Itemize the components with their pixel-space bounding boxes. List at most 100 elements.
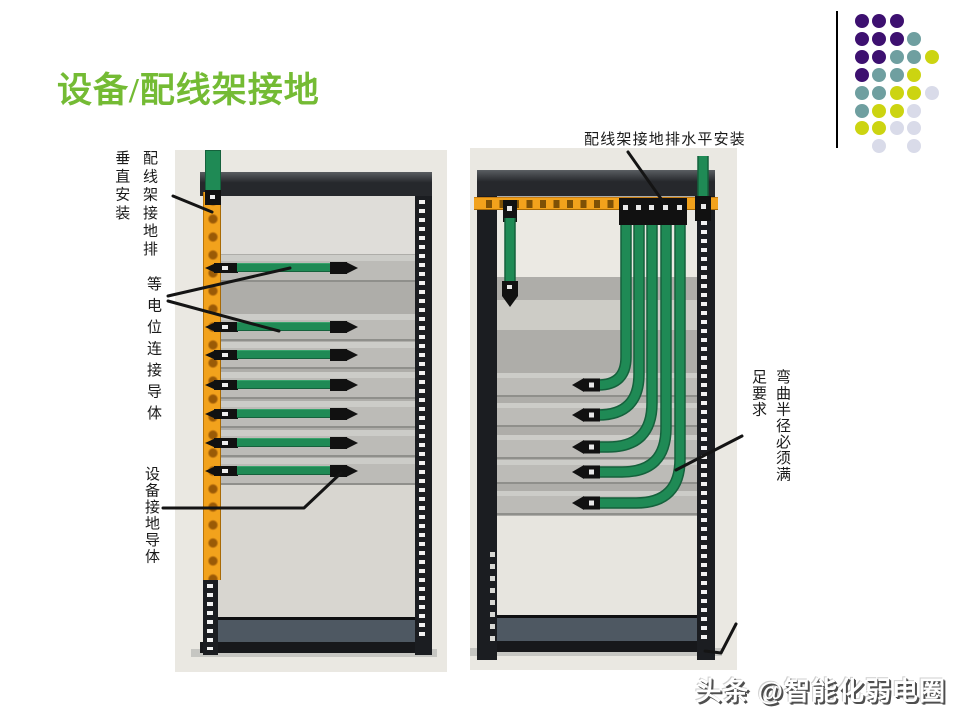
lug-bolt [636,205,641,210]
lug-bolt [222,469,228,473]
cable-lug [330,464,347,477]
rack-mounting-rail [697,170,715,660]
lug-bolt [663,205,668,210]
deco-dot [924,49,939,64]
cable-lug-tip [346,464,358,477]
page-title: 设备/配线架接地 [57,71,320,110]
left-rack-photo [175,150,447,672]
ground-cables-graphic [502,156,711,510]
lug-bolt [222,412,228,416]
label-equipotential-conductor: 等电位连接导体 [145,276,161,427]
cable-lug [214,409,238,419]
label-vertical-install: 配线架接地排垂直安装 [113,150,157,260]
lug-bolt [222,325,228,329]
bonding-cable [205,436,360,450]
bonding-cable [205,378,360,392]
bonding-cable [205,348,360,362]
cable-lug [214,380,238,390]
cable-lug [214,322,238,332]
cable-lug [330,320,347,333]
deco-dot [907,139,922,154]
ground-cable [597,222,631,390]
watermark: 头条 @智能化弱电圈 [695,676,946,706]
cable-lug [330,348,347,361]
decoration-line [836,11,838,148]
rack-bottom-panel [203,617,427,646]
deco-dot [907,103,922,118]
rack-mounting-rail [477,170,497,660]
label-horizontal-install: 配线架接地排水平安装 [584,132,747,148]
cable-lug-tip [572,465,584,479]
rack-top-frame [477,170,715,196]
cable-lug-tip [572,378,584,392]
deco-dot [889,67,904,82]
cable-body [237,466,330,475]
deco-dot [889,121,904,136]
deco-dot [889,49,904,64]
deco-dot [855,49,869,64]
cable-body [237,350,330,359]
cable-lug [645,198,659,225]
cable-lug [619,198,633,225]
rack-shelves [470,148,737,670]
deco-dot [907,67,922,82]
cable-lug-tip [502,296,518,307]
cable-lug [330,261,347,274]
rack-bottom-panel [497,615,705,645]
deco-dot [889,85,904,100]
cable-lug [330,407,347,420]
deco-dot [855,67,869,82]
rack-base [191,649,437,657]
lug-bolt [222,353,228,357]
deco-dot [872,67,887,82]
lug-bolt [701,204,706,209]
deco-dot [889,31,904,46]
cable-lug-tip [346,436,358,449]
ground-cable [598,222,671,477]
cable-lug-tip [346,348,358,361]
cable-lug-tip [346,378,358,391]
lug-bolt [623,205,628,210]
deco-dot [855,85,869,100]
rack-panel-blank [497,516,697,615]
right-rack-photo [470,148,737,670]
cable-lug [214,263,238,273]
ground-bar-slots [486,200,618,208]
cable-lug [214,438,238,448]
rail-holes [207,584,213,650]
lug-bolt [589,382,594,388]
cable-lug [214,466,238,476]
lug-bolt [589,500,594,506]
deco-dot [872,121,887,136]
cable-lug-tip [346,320,358,333]
ground-cable [597,222,644,420]
rack-mounting-rail [203,580,218,655]
cable-lug-tip [346,261,358,274]
cable-lug-tip [572,496,584,510]
deco-dot [924,85,939,100]
bonding-cable [205,261,360,275]
deco-dot [889,14,904,28]
rack-mounting-rail [415,172,432,655]
label-device-ground-conductor: 设备接地导体 [143,466,159,565]
cable-lug-tip [346,407,358,420]
rack-bottom-frame [477,641,715,652]
deco-dot [872,103,887,118]
lug-bolt [589,412,594,418]
rack-top-frame [200,172,432,196]
ground-cable [598,222,657,452]
lug-bolt [649,205,654,210]
cable-lug-tip [572,440,584,454]
cable-lug [659,198,673,225]
rail-holes [419,200,425,640]
cable-lug-tip [572,408,584,422]
lug-bolt [589,444,594,450]
bonding-cables [175,150,447,672]
rack-panel-blank [218,196,415,254]
cable-body [237,409,330,418]
lug-bolt [507,206,512,211]
deco-dot [907,121,922,136]
lug-bolt [222,383,228,387]
deco-dot [872,49,887,64]
